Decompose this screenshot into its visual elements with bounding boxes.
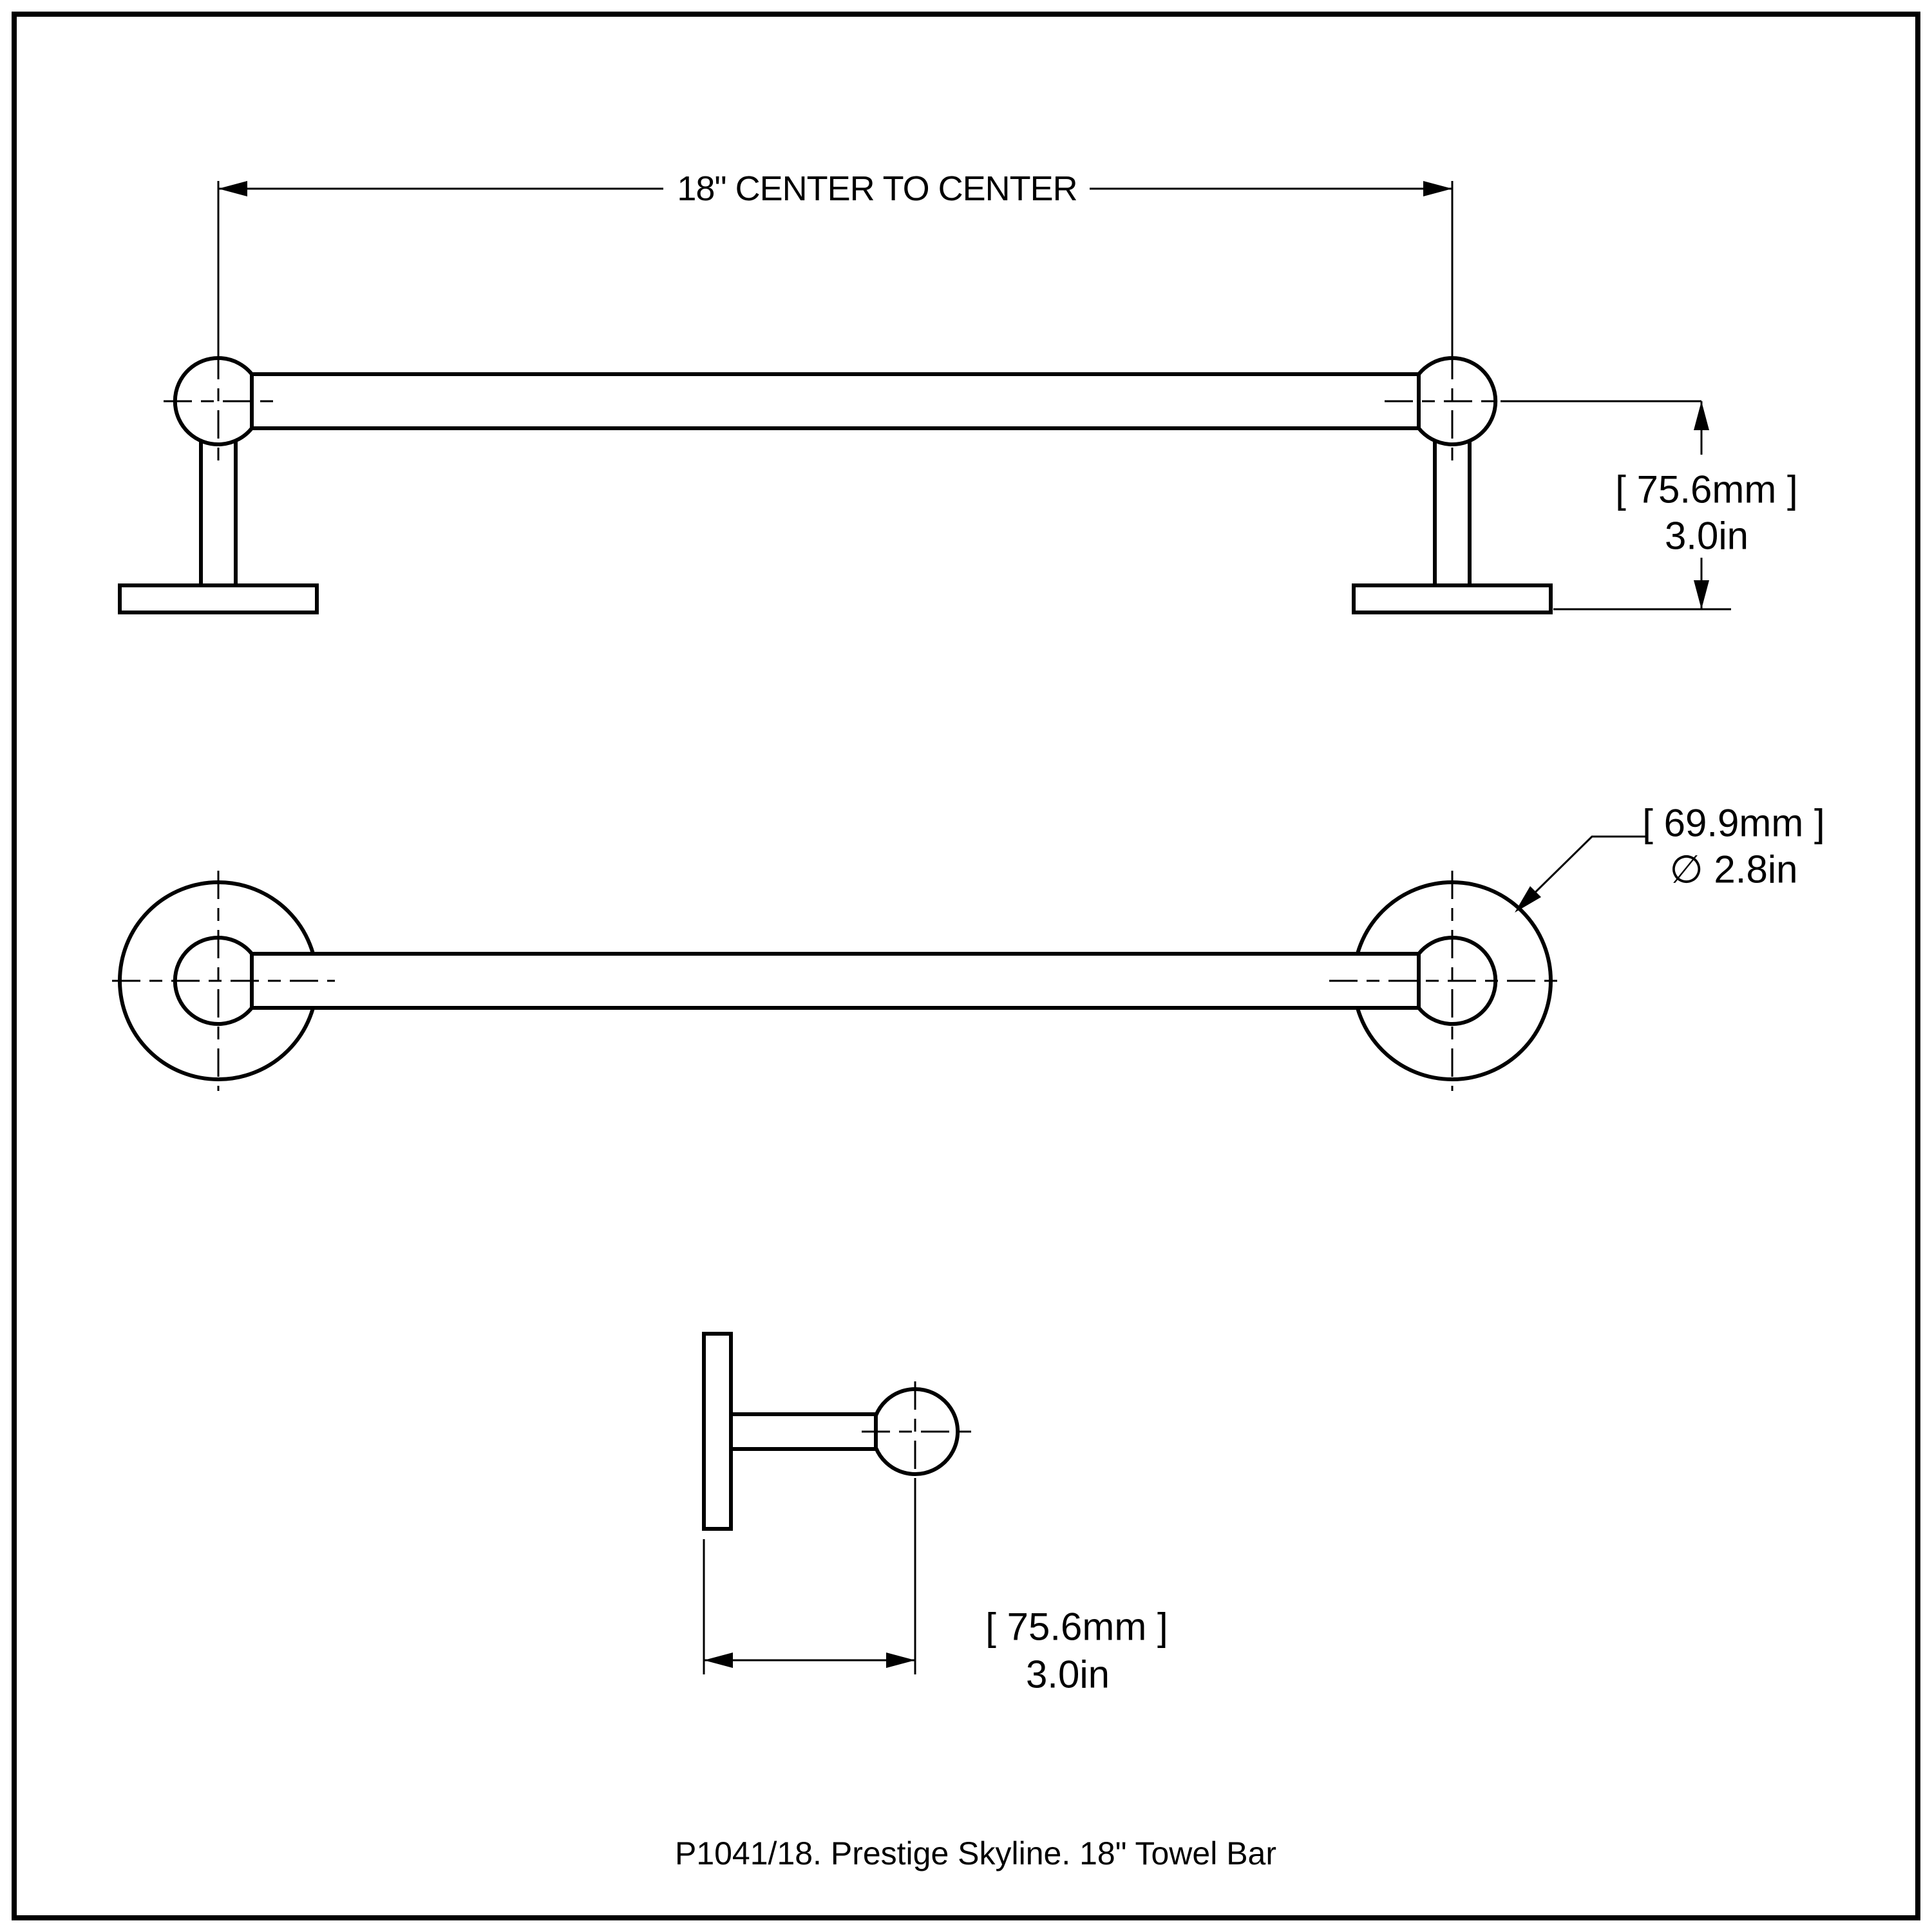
leader-line <box>1517 835 1647 911</box>
arrowhead-right-icon <box>886 1653 915 1668</box>
center-to-center-dimension-label: 18" CENTER TO CENTER <box>677 169 1077 208</box>
arrowhead-left-icon <box>218 181 247 196</box>
side-view: [ 75.6mm ] 3.0in <box>702 1332 1168 1696</box>
arrowhead-up-icon <box>1694 401 1709 430</box>
projection-dimension-mm-label: [ 75.6mm ] <box>1615 468 1797 511</box>
arrowhead-leader-icon <box>1515 886 1541 913</box>
wall-plate-left-edge <box>118 583 319 614</box>
projection-dimension-in-label: 3.0in <box>1665 515 1748 558</box>
flange-diameter-in-label: ∅ 2.8in <box>1669 848 1797 891</box>
wall-plate-right-edge <box>1352 583 1553 614</box>
towel-bar-body <box>252 952 1419 1009</box>
arrowhead-down-icon <box>1694 580 1709 609</box>
drawing-caption: P1041/18. Prestige Skyline. 18" Towel Ba… <box>675 1835 1276 1871</box>
wall-plate-side-edge <box>702 1332 733 1531</box>
front-view: [ 69.9mm ] ∅ 2.8in <box>112 802 1825 1091</box>
flange-diameter-mm-label: [ 69.9mm ] <box>1642 802 1824 845</box>
projection-dimension-in-label: 3.0in <box>1026 1653 1110 1696</box>
top-view: 18" CENTER TO CENTER [ 75.6mm ] 3.0in <box>118 169 1798 614</box>
arrowhead-right-icon <box>1423 181 1452 196</box>
border-frame <box>12 12 1920 1920</box>
projection-dimension-mm-label: [ 75.6mm ] <box>985 1605 1168 1649</box>
end-ball-side <box>874 1387 960 1476</box>
arrowhead-left-icon <box>704 1653 733 1668</box>
